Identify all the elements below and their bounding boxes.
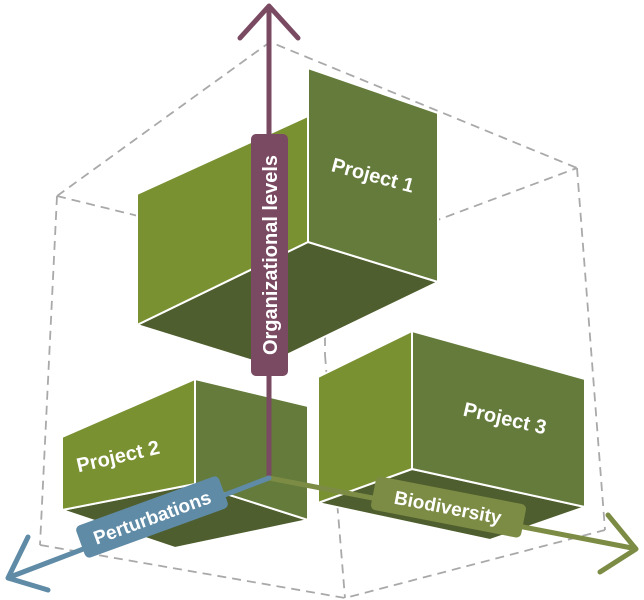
left-arrowhead-icon: [5, 534, 51, 593]
organizational-levels-label: Organizational levels: [260, 155, 282, 355]
project-1-side-face: [307, 66, 439, 284]
organizational-levels-label-bg: [251, 134, 288, 376]
biodiversity-label-bg: [371, 476, 526, 538]
organizational-levels-axis: Organizational levels: [237, 3, 301, 481]
perturbations-label-bg: [76, 476, 228, 558]
up-arrowhead-icon: [237, 3, 301, 41]
right-arrowhead-icon: [597, 512, 639, 575]
project-3-side-face: [411, 329, 586, 509]
